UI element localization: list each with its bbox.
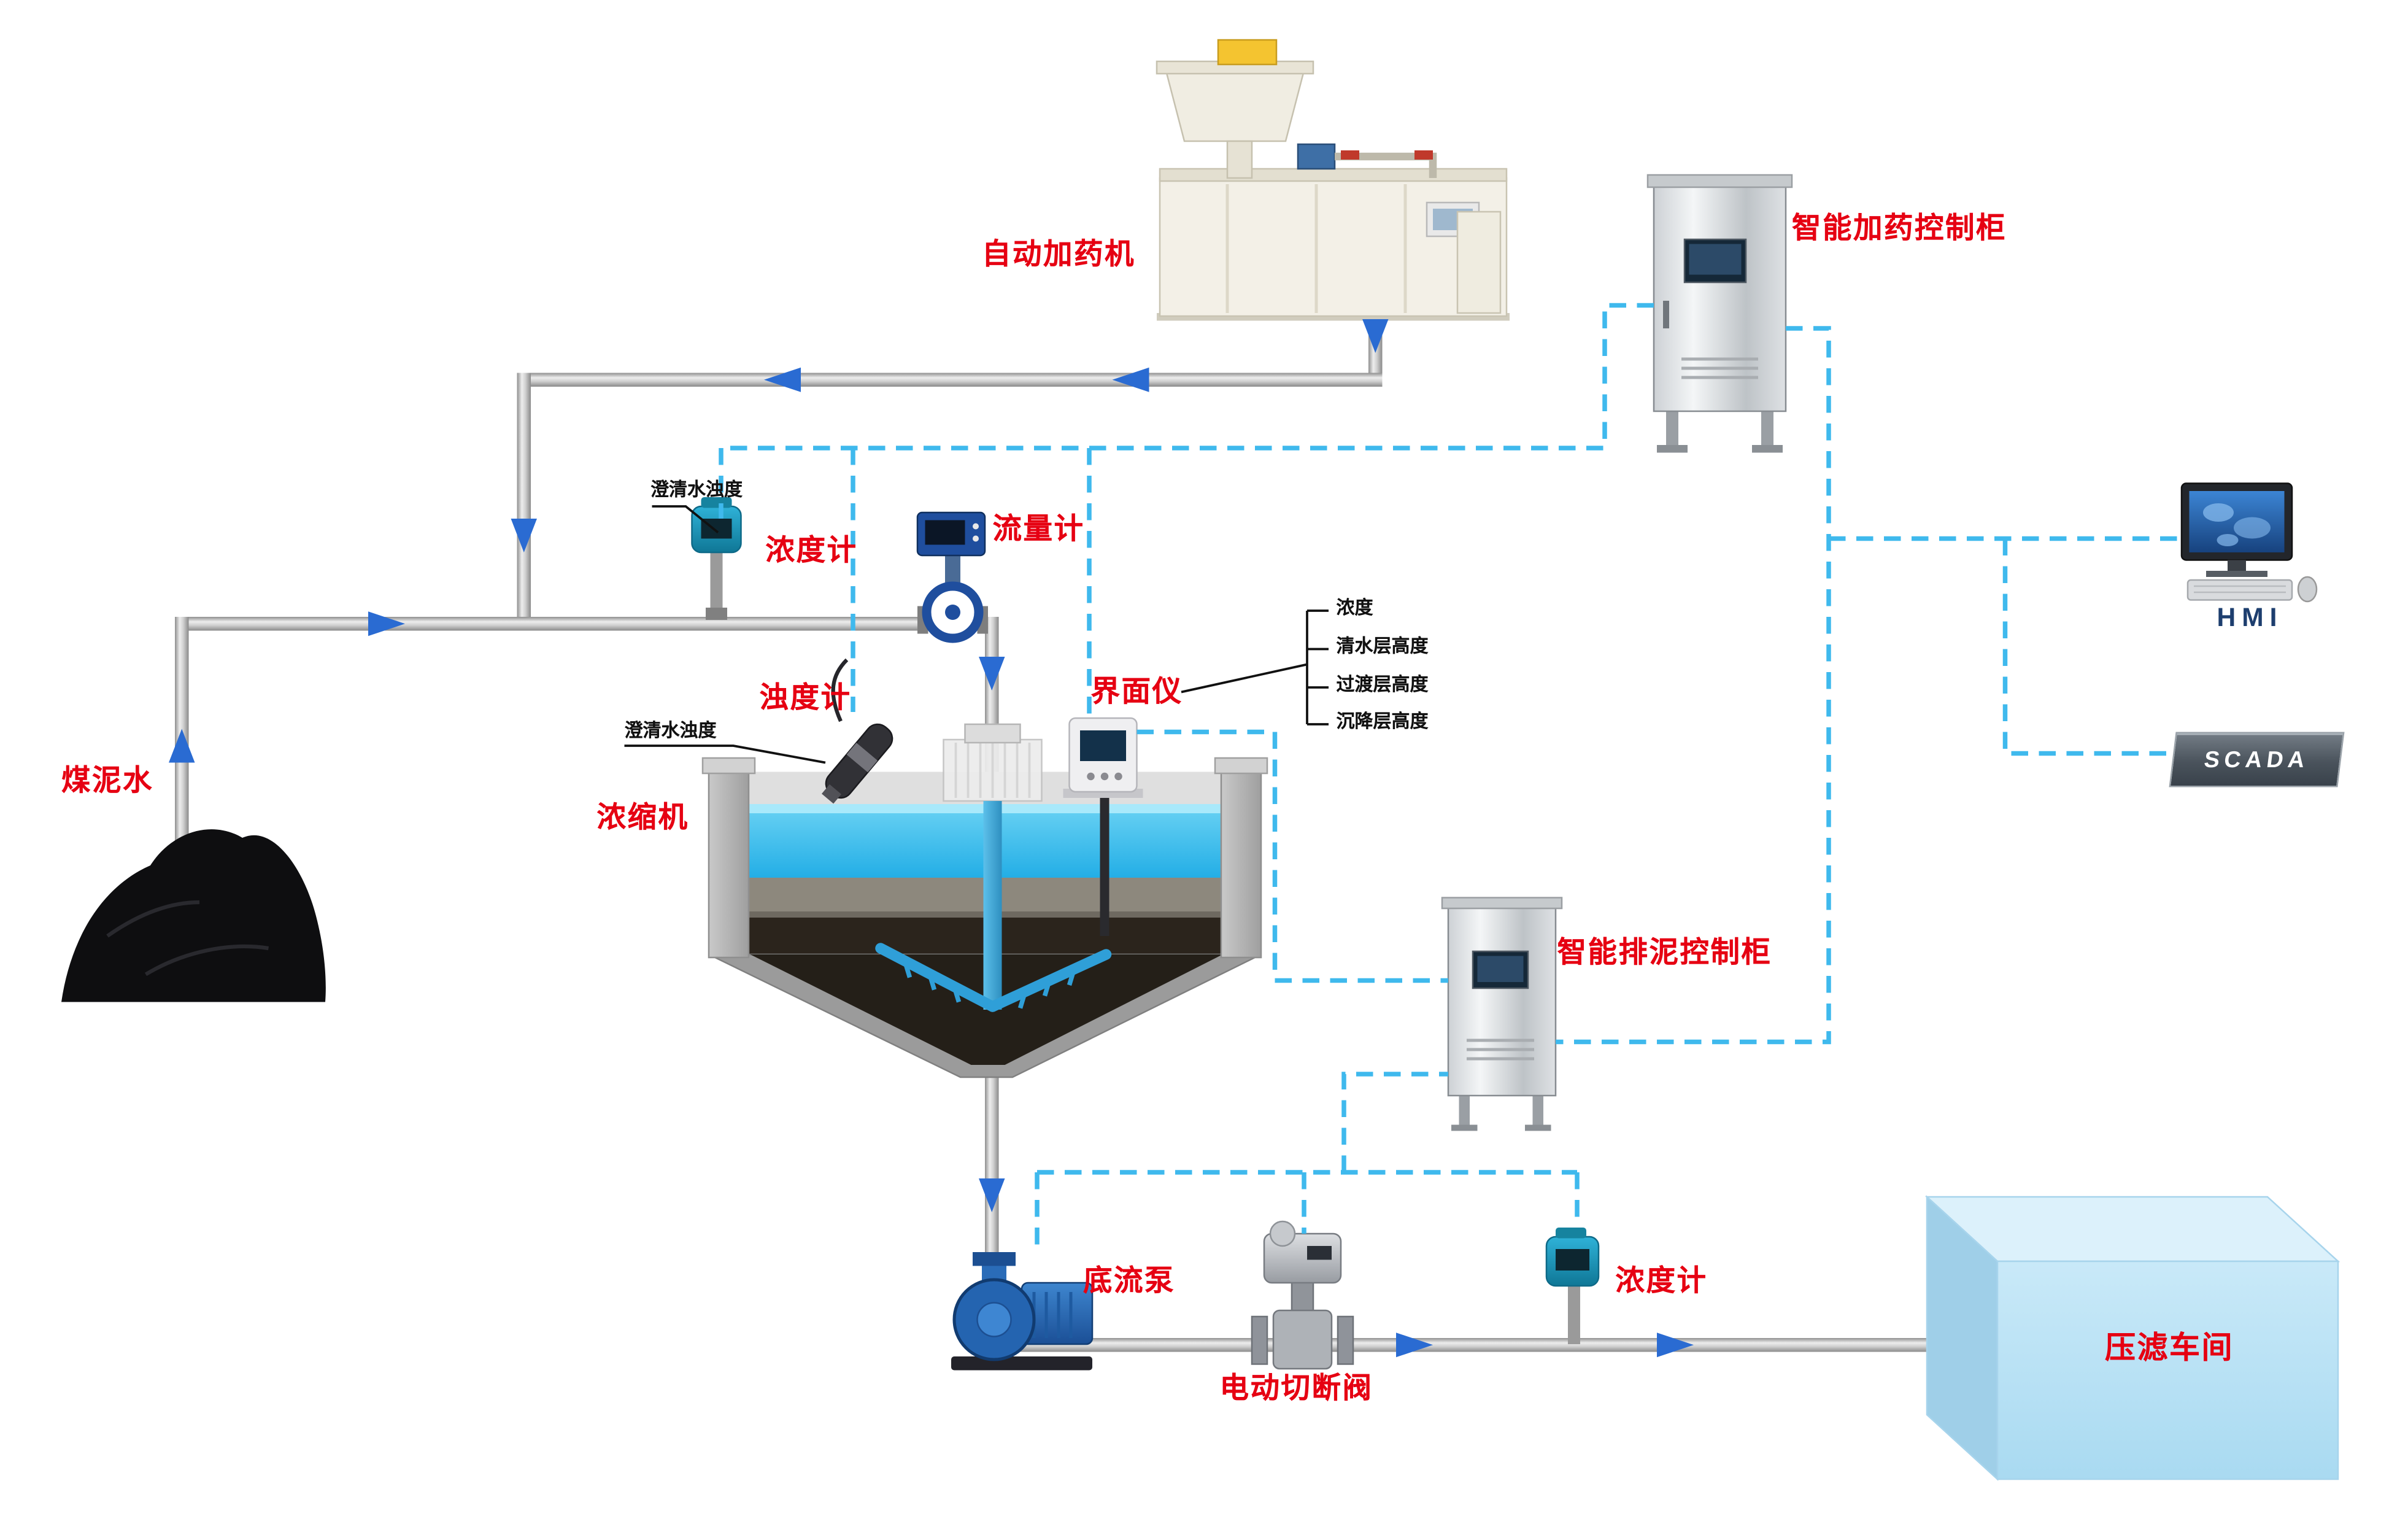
signal-lines	[719, 303, 2185, 1255]
label-dosing-machine: 自动加药机	[982, 239, 1136, 272]
flow-arrows	[169, 319, 1694, 1358]
label-interface-meter: 界面仪	[1090, 676, 1183, 710]
label-turbidity-meter: 浊度计	[759, 683, 852, 716]
label-hmi: HMI	[2217, 603, 2283, 633]
signal-dosing-bus	[721, 303, 1654, 451]
coal-slurry-pile	[61, 829, 326, 1002]
label-density-meter-bottom: 浓度计	[1615, 1266, 1708, 1299]
arrow-up-slurry	[169, 729, 195, 763]
label-thickener: 浓缩机	[596, 802, 689, 835]
interface-output-density: 浓度	[1336, 597, 1373, 619]
label-electric-shutoff-valve: 电动切断阀	[1219, 1373, 1373, 1406]
dosing-machine-figure	[1156, 39, 1510, 321]
arrow-left-1	[1112, 367, 1149, 392]
signal-to-scada	[2002, 538, 2175, 756]
annotation-lines	[624, 505, 1329, 764]
thickener-figure	[701, 723, 1268, 1078]
hmi-keyboard	[2186, 579, 2293, 601]
label-scada: SCADA	[2202, 746, 2311, 773]
interface-output-transition-layer: 过渡层高度	[1336, 673, 1429, 695]
flow-meter-figure	[916, 511, 988, 643]
sludge-control-cabinet-figure	[1441, 897, 1563, 1131]
pipe-underflow-drop	[985, 1053, 999, 1267]
interface-output-settling-layer: 沉降层高度	[1336, 710, 1429, 732]
arrow-down-underflow	[979, 1178, 1005, 1212]
label-density-meter-top: 浓度计	[765, 535, 858, 568]
label-coal-slurry-water: 煤泥水	[61, 765, 154, 799]
arrow-right-slurry	[368, 611, 405, 636]
pipe-underflow-horizontal	[985, 1338, 1982, 1352]
rake-arm-left	[875, 943, 998, 1012]
scada-plate: SCADA	[2169, 732, 2345, 787]
label-flow-meter: 流量计	[992, 514, 1085, 547]
filter-press-workshop-figure	[1924, 1195, 2340, 1481]
pipe-dosing-horizontal	[517, 373, 1383, 387]
label-sludge-control-cabinet: 智能排泥控制柜	[1557, 937, 1772, 970]
hmi-workstation-figure	[2180, 482, 2318, 603]
dosing-control-cabinet-figure	[1646, 174, 1793, 453]
label-dosing-control-cabinet: 智能加药控制柜	[1792, 213, 2007, 246]
label-filter-press-workshop: 压滤车间	[2105, 1332, 2234, 1366]
electric-valve-figure	[1251, 1220, 1354, 1370]
arrow-down-dosing-outlet	[1362, 319, 1389, 353]
hopper-yellow-cap	[1217, 39, 1278, 66]
pipe-slurry-feed	[175, 617, 997, 631]
arrow-down-dosing-line	[511, 519, 537, 552]
arrow-left-2	[764, 367, 801, 392]
hmi-mouse	[2297, 576, 2318, 603]
thickener-shaft	[983, 801, 1002, 1010]
turbidity-meter-figure	[822, 658, 893, 804]
arrow-down-thickener-inlet	[979, 657, 1005, 690]
note-clarified-turbidity-top: 澄清水浊度	[650, 479, 743, 500]
pipe-dosing-down	[517, 373, 531, 631]
signal-interface-to-cabinet	[1136, 729, 1448, 983]
underflow-pump-figure	[951, 1252, 1094, 1371]
interface-meter-figure	[1063, 717, 1143, 936]
arrow-right-underflow-1	[1396, 1333, 1433, 1358]
arrow-right-underflow-2	[1657, 1333, 1694, 1358]
density-meter-top-figure	[691, 497, 742, 620]
signal-right-bus	[1556, 326, 1831, 1045]
density-meter-bottom-figure	[1545, 1228, 1600, 1344]
note-clarified-turbidity-mid: 澄清水浊度	[624, 719, 717, 741]
label-underflow-pump: 底流泵	[1083, 1266, 1176, 1299]
interface-output-clear-layer: 清水层高度	[1336, 635, 1429, 657]
